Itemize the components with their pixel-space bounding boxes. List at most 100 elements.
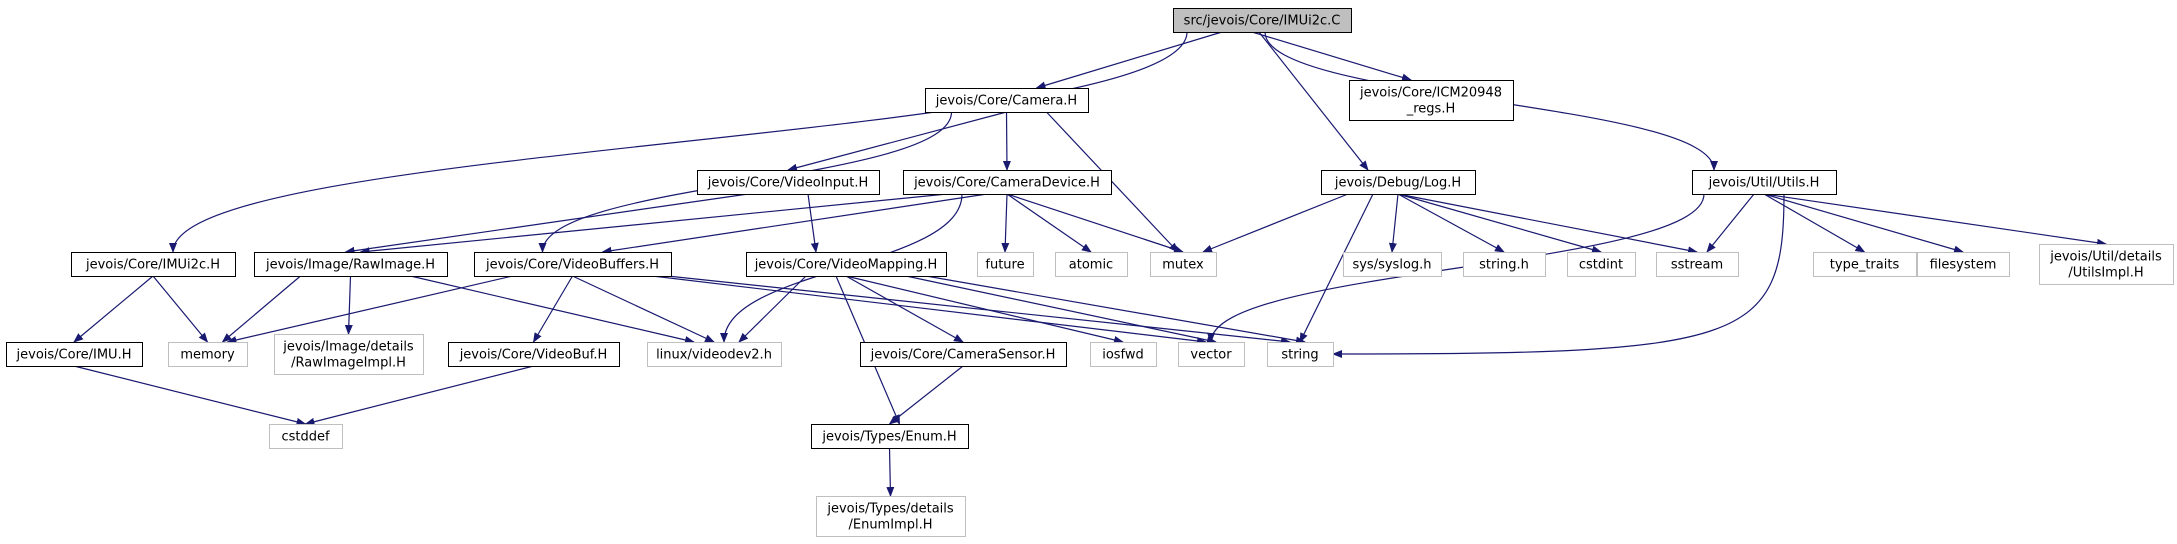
node-label: jevois/Core/VideoMapping.H: [754, 258, 938, 273]
node-videobuffers[interactable]: jevois/Core/VideoBuffers.H: [474, 252, 672, 277]
edge-log-to-stringh: [1397, 193, 1505, 253]
edge-videobuffers-to-memory: [226, 275, 513, 344]
edge-camera-to-videoinput: [787, 111, 1007, 172]
node-label: iosfwd: [1102, 348, 1144, 363]
node-box: [474, 252, 672, 277]
node-icm[interactable]: jevois/Core/ICM20948_regs.H: [1349, 80, 1514, 121]
node-label: memory: [180, 348, 235, 363]
node-cameradevice[interactable]: jevois/Core/CameraDevice.H: [903, 170, 1112, 195]
node-label: jevois/Util/Utils.H: [1708, 176, 1820, 191]
node-atomic: atomic: [1055, 252, 1128, 277]
edge-videomapping-to-iosfwd: [845, 275, 1124, 344]
node-box: [1267, 342, 1334, 367]
node-label: jevois/Util/details: [2049, 250, 2162, 265]
node-label: jevois/Core/VideoBuf.H: [459, 348, 608, 363]
edge-root-to-icm: [1251, 31, 1412, 82]
node-videomapping[interactable]: jevois/Core/VideoMapping.H: [746, 252, 947, 277]
node-box: [860, 342, 1067, 367]
edge-rawimage-to-videodev2: [410, 275, 695, 344]
node-vector: vector: [1178, 342, 1245, 367]
node-box: [1178, 342, 1245, 367]
node-box: [71, 252, 236, 277]
node-label: filesystem: [1930, 258, 1997, 273]
edge-videobuffers-to-string: [667, 275, 1291, 346]
node-camerasensor[interactable]: jevois/Core/CameraSensor.H: [860, 342, 1067, 367]
node-box: [1917, 252, 2010, 277]
node-box: [1656, 252, 1739, 277]
node-box: [1692, 170, 1837, 195]
edge-rawimage-to-rawimageimpl: [344, 275, 353, 335]
node-label: linux/videodev2.h: [656, 348, 772, 363]
node-enumh[interactable]: jevois/Types/Enum.H: [811, 424, 969, 449]
node-label: cstdint: [1579, 258, 1623, 273]
node-box: [746, 252, 947, 277]
node-label: jevois/Image/RawImage.H: [265, 258, 435, 273]
node-box: [811, 424, 969, 449]
nodes: src/jevois/Core/IMUi2c.C jevois/Core/Came…: [6, 8, 2174, 537]
edge-videoinput-to-videomapping: [807, 193, 819, 253]
node-box: [254, 252, 448, 277]
node-log[interactable]: jevois/Debug/Log.H: [1321, 170, 1476, 195]
node-syslog: sys/syslog.h: [1343, 252, 1442, 277]
node-box: [977, 252, 1034, 277]
node-label: jevois/Core/CameraDevice.H: [913, 176, 1100, 191]
edge-cameradevice-to-atomic: [1006, 193, 1092, 253]
node-box: [448, 342, 620, 367]
node-box: [903, 170, 1112, 195]
edge-utils-to-typetraits: [1763, 193, 1866, 253]
node-box: [816, 496, 966, 537]
edge-camera-to-cameradevice: [1002, 111, 1011, 171]
node-label: jevois/Core/ICM20948: [1359, 86, 1502, 101]
node-box: [1463, 252, 1546, 277]
node-imui2ch[interactable]: jevois/Core/IMUi2c.H: [71, 252, 236, 277]
edge-videoinput-to-rawimage: [344, 193, 749, 255]
node-rawimage[interactable]: jevois/Image/RawImage.H: [254, 252, 448, 277]
node-box: [1090, 342, 1157, 367]
edge-imuh-to-cstddef: [73, 365, 307, 426]
node-label: jevois/Debug/Log.H: [1334, 176, 1461, 191]
edge-utils-to-vector: [1207, 193, 1705, 343]
node-camera[interactable]: jevois/Core/Camera.H: [925, 88, 1089, 113]
edge-videobuffers-to-videobuf: [532, 275, 574, 343]
edge-videobuffers-to-vector: [652, 275, 1207, 345]
node-box: [1150, 252, 1217, 277]
node-label: future: [985, 258, 1024, 273]
node-label: jevois/Types/details: [826, 502, 954, 517]
edge-root-to-imui2ch: [169, 31, 1188, 253]
node-future: future: [977, 252, 1034, 277]
node-imuh[interactable]: jevois/Core/IMU.H: [6, 342, 143, 367]
node-box: [1813, 252, 1917, 277]
edge-root-to-log: [1258, 31, 1369, 171]
node-videoinput[interactable]: jevois/Core/VideoInput.H: [697, 170, 880, 195]
node-label: jevois/Core/IMUi2c.H: [85, 258, 220, 273]
node-box: [168, 342, 248, 367]
node-box: [274, 334, 424, 375]
edge-rawimage-to-memory: [221, 275, 301, 343]
node-box: [1343, 252, 1442, 277]
edge-cameradevice-to-videobuffers: [601, 193, 988, 255]
edge-imui2ch-to-imuh: [73, 275, 154, 343]
node-root[interactable]: src/jevois/Core/IMUi2c.C: [1173, 8, 1352, 33]
node-box: [697, 170, 880, 195]
node-label: sstream: [1671, 258, 1723, 273]
node-box: [1173, 8, 1352, 33]
edge-utils-to-string: [1332, 193, 1785, 358]
edge-cameradevice-to-future: [1001, 193, 1010, 253]
node-videobuf[interactable]: jevois/Core/VideoBuf.H: [448, 342, 620, 367]
edge-cameradevice-to-mutex: [1006, 193, 1184, 253]
node-label: jevois/Types/Enum.H: [821, 430, 956, 445]
node-label: vector: [1190, 348, 1232, 363]
edge-utils-to-filesystem: [1763, 193, 1964, 254]
node-videodev2: linux/videodev2.h: [647, 342, 782, 367]
edge-camera-to-mutex: [1046, 111, 1179, 253]
node-label: jevois/Core/CameraSensor.H: [870, 348, 1056, 363]
node-label: jevois/Core/VideoBuffers.H: [485, 258, 659, 273]
node-rawimageimpl: jevois/Image/details/RawImageImpl.H: [274, 334, 424, 375]
edge-log-to-string: [1299, 193, 1374, 343]
node-label: string.h: [1479, 258, 1529, 273]
node-filesystem: filesystem: [1917, 252, 2010, 277]
node-iosfwd: iosfwd: [1090, 342, 1157, 367]
node-utils[interactable]: jevois/Util/Utils.H: [1692, 170, 1837, 195]
node-box: [6, 342, 143, 367]
